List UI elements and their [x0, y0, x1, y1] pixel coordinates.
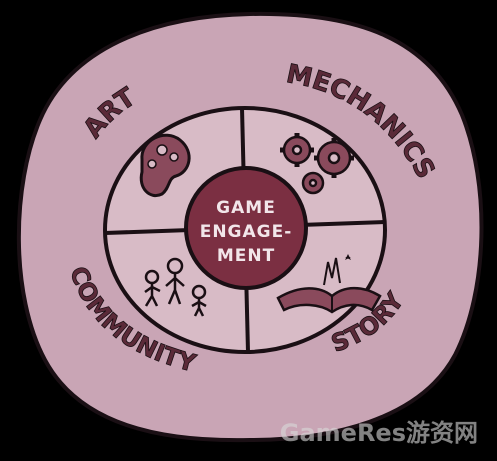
center-circle — [184, 166, 308, 290]
divider-horizontal-left — [104, 228, 191, 235]
people-icon — [144, 257, 207, 317]
watermark-text: GameRes游资网 — [280, 419, 478, 447]
divider-horizontal-right — [299, 220, 386, 227]
gears-icon — [280, 133, 354, 195]
center-label-line-2: ENGAGE- — [200, 222, 293, 242]
center-label-line-3: MENT — [217, 246, 275, 266]
open-book-icon — [276, 254, 382, 314]
center-label-line-1: GAME — [216, 198, 276, 218]
palette-icon — [139, 133, 191, 197]
